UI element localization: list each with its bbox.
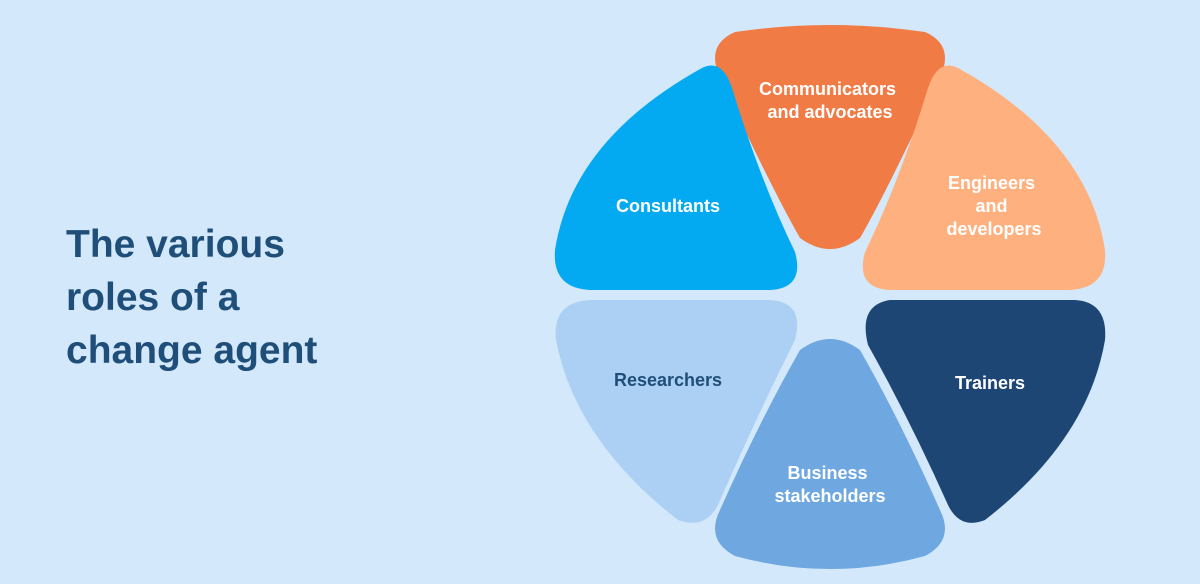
label-line: stakeholders bbox=[774, 486, 885, 506]
segment-shape bbox=[715, 339, 945, 569]
page-title: The various roles of a change agent bbox=[66, 218, 446, 377]
segment-shape bbox=[715, 25, 945, 249]
label-line: Communicators bbox=[759, 79, 896, 99]
segment-communicators-and-advocates: Communicators and advocates bbox=[715, 25, 945, 249]
segment-shape bbox=[865, 300, 1106, 523]
segment-label: Communicators and advocates bbox=[759, 79, 901, 122]
segment-label: Business stakeholders bbox=[774, 463, 885, 506]
label-line: Trainers bbox=[955, 373, 1025, 393]
segment-label: Consultants bbox=[616, 196, 720, 216]
title-line-1: The various bbox=[66, 223, 285, 266]
label-line: and bbox=[975, 196, 1007, 216]
segment-trainers: Trainers bbox=[865, 300, 1106, 523]
segment-shape bbox=[862, 65, 1106, 290]
title-line-2: roles of a bbox=[66, 276, 240, 319]
segment-engineers-and-developers: Engineers and developers bbox=[862, 65, 1106, 290]
label-line: Consultants bbox=[616, 196, 720, 216]
segment-label: Researchers bbox=[614, 370, 722, 390]
segment-label: Trainers bbox=[955, 373, 1025, 393]
title-line-3: change agent bbox=[66, 329, 318, 372]
label-line: Researchers bbox=[614, 370, 722, 390]
label-line: and advocates bbox=[767, 102, 892, 122]
segment-researchers: Researchers bbox=[555, 300, 798, 523]
segment-consultants: Consultants bbox=[554, 65, 798, 290]
segment-label: Engineers and developers bbox=[946, 173, 1041, 239]
label-line: developers bbox=[946, 219, 1041, 239]
segment-business-stakeholders: Business stakeholders bbox=[715, 339, 945, 569]
label-line: Engineers bbox=[948, 173, 1035, 193]
label-line: Business bbox=[787, 463, 867, 483]
segment-shape bbox=[554, 65, 798, 290]
segment-shape bbox=[555, 300, 798, 523]
